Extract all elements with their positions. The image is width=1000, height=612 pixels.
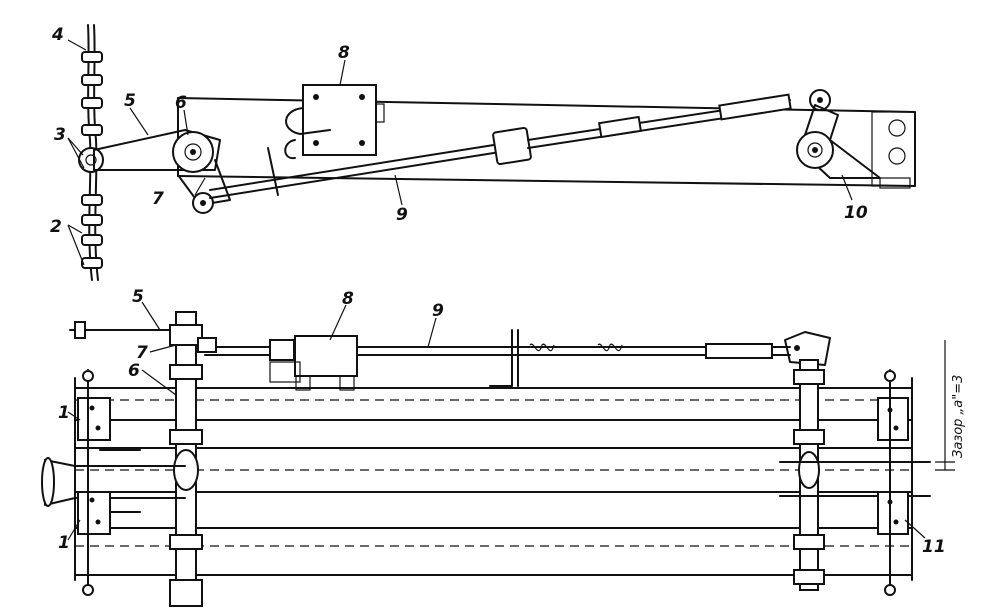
label-top-6: 6 (175, 93, 187, 113)
label-top-9: 9 (396, 205, 408, 225)
left-clamps (77, 369, 111, 596)
rope-chain (78, 24, 104, 281)
left-shaft (169, 311, 217, 607)
gap-dimension (935, 340, 955, 471)
leaders-bottom (67, 301, 926, 541)
label-top-4: 4 (51, 25, 64, 45)
housing-8 (267, 84, 385, 196)
rod-9-plan (69, 321, 831, 391)
label-bottom-6: 6 (128, 361, 140, 381)
label-top-10: 10 (844, 203, 868, 223)
label-top-5: 5 (124, 91, 136, 111)
label-top-3: 3 (54, 125, 66, 145)
label-bottom-11: 11 (922, 537, 946, 557)
right-clamps (877, 369, 909, 596)
right-shaft (779, 359, 931, 591)
top-view: 4 5 6 3 8 7 2 9 10 (50, 24, 916, 281)
label-bottom-1b: 1 (58, 533, 70, 553)
label-top-7: 7 (152, 189, 164, 209)
label-bottom-7: 7 (136, 343, 148, 363)
gap-note: Зазор „а"=3 (951, 375, 966, 458)
lever-7 (177, 159, 231, 214)
left-rail-head (41, 449, 186, 513)
label-bottom-1a: 1 (58, 403, 70, 423)
label-bottom-8: 8 (342, 289, 354, 309)
label-top-8: 8 (338, 43, 350, 63)
label-bottom-5: 5 (132, 287, 144, 307)
frame-rails (74, 377, 913, 581)
lever-5 (93, 129, 221, 173)
label-bottom-9: 9 (432, 301, 444, 321)
rod-9 (209, 89, 831, 199)
bottom-view: Зазор „а"=3 5 8 9 7 6 1 1 11 (41, 287, 966, 607)
lever-10 (796, 104, 881, 179)
leaders-top (67, 39, 853, 266)
label-top-2: 2 (50, 217, 62, 237)
